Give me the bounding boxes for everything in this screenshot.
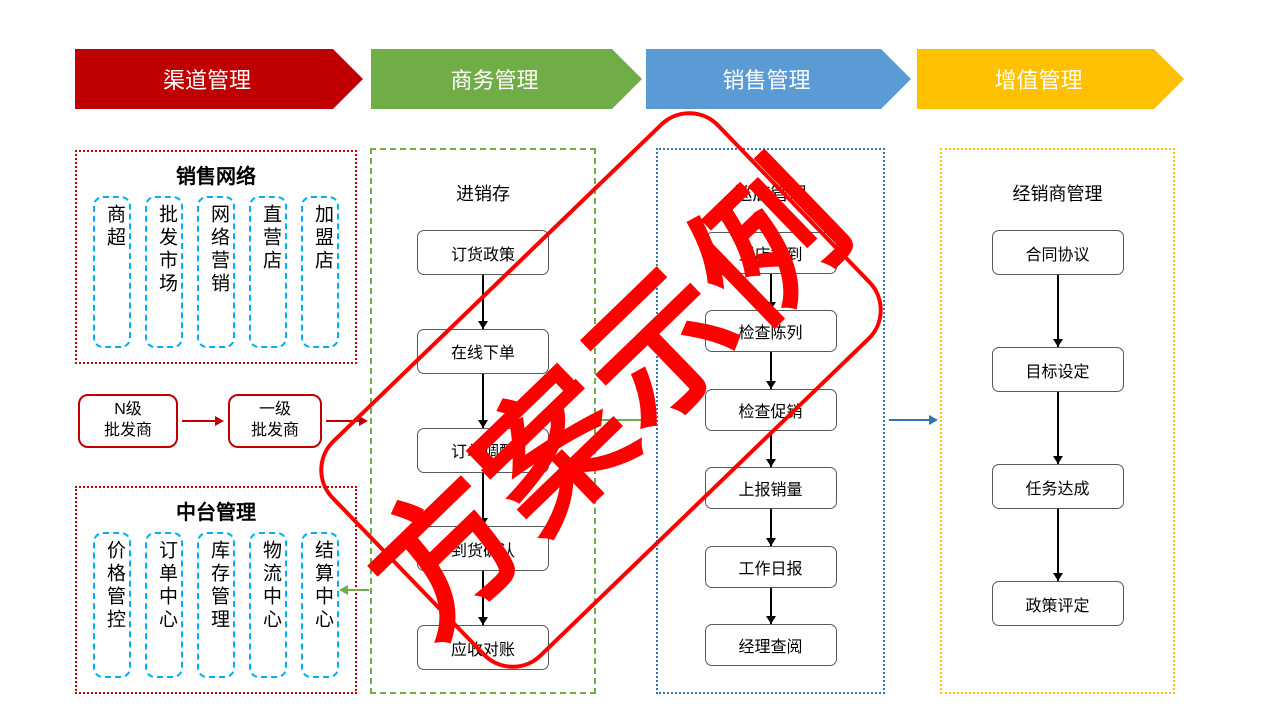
arrow-left-icon — [341, 589, 369, 591]
arrow-right-icon — [600, 419, 652, 421]
first-level-wholesaler-box: 一级 批发商 — [228, 394, 322, 448]
psi-title: 进销存 — [456, 184, 510, 204]
banner-value-added-label: 增值管理 — [994, 68, 1083, 93]
arrow-down-icon — [1056, 275, 1059, 347]
patrol-step-report-sales: 上报销量 — [704, 467, 837, 510]
psi-step-ordering-policy: 订货政策 — [417, 230, 549, 275]
mid-platform-title: 中台管理 — [176, 502, 256, 524]
patrol-step-manager-review: 经理查阅 — [704, 624, 837, 667]
arrow-down-icon — [482, 275, 484, 329]
n-level-wholesaler-box: N级 批发商 — [78, 394, 178, 448]
patrol-step-check-promotion: 检查促销 — [704, 388, 837, 431]
arrow-right-icon — [889, 419, 936, 421]
mid-platform-items: 价格管控 订单中心 库存管理 物流中心 结算中心 — [93, 532, 339, 678]
sales-network-title: 销售网络 — [176, 166, 256, 188]
banner-sales-label: 销售管理 — [722, 68, 811, 93]
store-patrol-flow: 到店签到 检查陈列 检查促销 上报销量 工作日报 经理查阅 — [658, 232, 883, 667]
banner-channel-label: 渠道管理 — [162, 68, 251, 93]
sales-network-item-wholesale-market: 批发市场 — [145, 196, 183, 348]
sales-network-item-direct-store: 直营店 — [249, 196, 287, 348]
arrow-down-icon — [1056, 392, 1059, 464]
arrow-down-icon — [482, 472, 484, 527]
mid-platform-item-price-control: 价格管控 — [93, 532, 131, 678]
patrol-step-daily-report: 工作日报 — [704, 545, 837, 588]
distributor-title: 经销商管理 — [1012, 184, 1103, 204]
arrow-right-icon — [326, 420, 366, 422]
psi-step-order-allocation: 订单调配 — [417, 427, 549, 473]
distributor-step-policy-evaluation: 政策评定 — [991, 581, 1124, 626]
mid-platform-item-logistics-center: 物流中心 — [249, 532, 287, 678]
arrow-down-icon — [482, 571, 484, 625]
psi-step-arrival-confirmation: 到货确认 — [417, 526, 549, 572]
store-patrol-title: 巡店管理 — [734, 184, 807, 204]
sales-network-items: 商超 批发市场 网络营销 直营店 加盟店 — [93, 196, 339, 348]
banner-channel-management: 渠道管理 — [75, 49, 363, 109]
patrol-step-check-display: 检查陈列 — [704, 310, 837, 353]
arrow-down-icon — [1056, 509, 1059, 581]
psi-step-receivables-reconciliation: 应收对账 — [417, 625, 549, 670]
arrow-down-icon — [769, 430, 772, 468]
distributor-step-contract: 合同协议 — [991, 230, 1124, 275]
psi-flow: 订货政策 在线下单 订单调配 到货确认 应收对账 — [372, 230, 594, 670]
banner-business-label: 商务管理 — [450, 68, 539, 93]
arrow-down-icon — [482, 373, 484, 428]
banner-sales-management: 销售管理 — [646, 49, 911, 109]
patrol-step-check-in: 到店签到 — [704, 232, 837, 274]
sales-network-item-online-marketing: 网络营销 — [197, 196, 235, 348]
arrow-right-icon — [182, 420, 222, 422]
distributor-step-goal-setting: 目标设定 — [991, 347, 1124, 392]
sales-network-item-franchise-store: 加盟店 — [301, 196, 339, 348]
banner-business-management: 商务管理 — [371, 49, 642, 109]
arrow-down-icon — [769, 274, 772, 311]
mid-platform-section: 中台管理 价格管控 订单中心 库存管理 物流中心 结算中心 — [75, 486, 357, 694]
arrow-down-icon — [769, 587, 772, 625]
banner-value-added-management: 增值管理 — [917, 49, 1184, 109]
distributor-step-task-achievement: 任务达成 — [991, 464, 1124, 509]
sales-network-section: 销售网络 商超 批发市场 网络营销 直营店 加盟店 — [75, 150, 357, 364]
sales-network-item-supermarket: 商超 — [93, 196, 131, 348]
arrow-down-icon — [769, 352, 772, 389]
mid-platform-item-inventory-management: 库存管理 — [197, 532, 235, 678]
distributor-management-section: 经销商管理 合同协议 目标设定 任务达成 政策评定 — [940, 148, 1175, 694]
store-patrol-section: 巡店管理 到店签到 检查陈列 检查促销 上报销量 工作日报 经理查阅 — [656, 148, 885, 694]
mid-platform-item-order-center: 订单中心 — [145, 532, 183, 678]
psi-step-online-order: 在线下单 — [417, 328, 549, 374]
distributor-flow: 合同协议 目标设定 任务达成 政策评定 — [942, 230, 1173, 626]
arrow-down-icon — [769, 509, 772, 546]
mid-platform-item-settlement-center: 结算中心 — [301, 532, 339, 678]
purchase-sales-inventory-section: 进销存 订货政策 在线下单 订单调配 到货确认 应收对账 — [370, 148, 596, 694]
